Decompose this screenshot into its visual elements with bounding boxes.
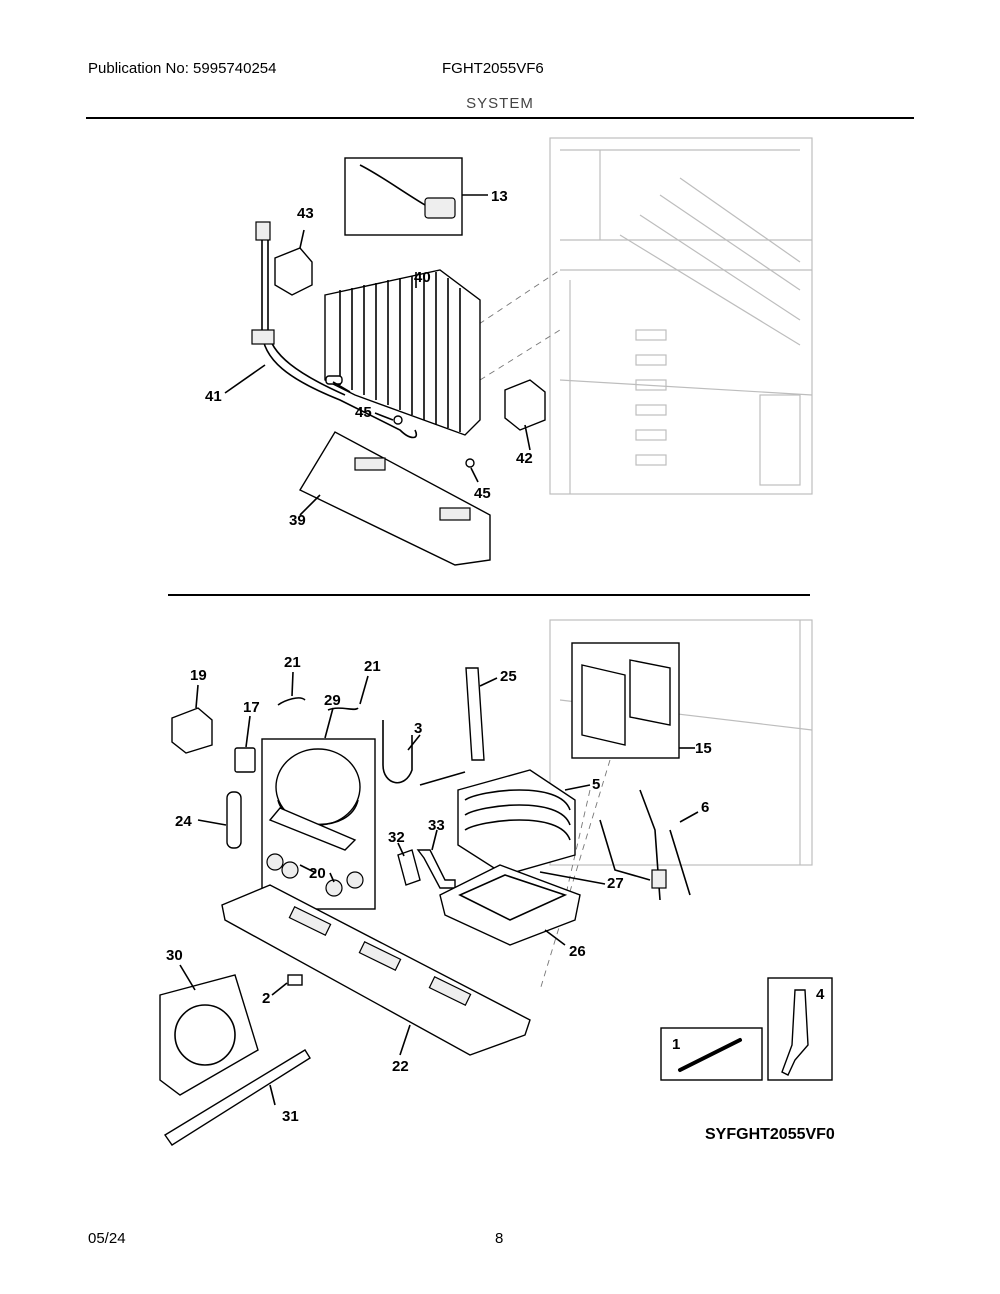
callout-20: 20	[309, 865, 326, 882]
callout-1: 1	[672, 1036, 680, 1053]
callout-27: 27	[607, 875, 624, 892]
callout-21-left: 21	[284, 654, 301, 671]
callouts: 13 43 40 41 45 42 45 39 21 21 19 25 29 1…	[166, 188, 825, 1125]
cabinet-upper-background	[469, 137, 813, 495]
callout-45-lower: 45	[474, 485, 491, 502]
part-40-evaporator	[324, 269, 481, 436]
publication-number: Publication No: 5995740254	[88, 60, 277, 77]
part-26-drain-pan	[439, 864, 581, 946]
callout-2: 2	[262, 990, 270, 1007]
part-22-base-plate	[221, 884, 531, 1056]
part-43-defrost-control	[274, 229, 313, 296]
part-15-control-board-inset	[571, 642, 695, 759]
callout-4: 4	[816, 986, 825, 1003]
part-13-cable-inset	[344, 157, 488, 236]
part-1-inset	[660, 1027, 763, 1081]
callout-41: 41	[205, 388, 222, 405]
part-2-connector	[271, 974, 303, 996]
callout-29: 29	[324, 692, 341, 709]
callout-30: 30	[166, 947, 183, 964]
callout-17: 17	[243, 699, 260, 716]
callout-13: 13	[491, 188, 508, 205]
section-title: SYSTEM	[466, 95, 534, 112]
part-33-bracket	[416, 829, 456, 889]
part-6-wire-harness	[599, 789, 699, 901]
callout-24: 24	[175, 813, 192, 830]
part-5-condenser	[419, 769, 591, 876]
part-45-clips	[325, 375, 479, 483]
callout-43: 43	[297, 205, 314, 222]
part-41-heater-harness	[224, 221, 418, 439]
callout-21-right: 21	[364, 658, 381, 675]
callout-33: 33	[428, 817, 445, 834]
callout-6: 6	[701, 799, 709, 816]
part-31-rail	[163, 1049, 311, 1146]
callout-31: 31	[282, 1108, 299, 1125]
part-25-drain-hose	[465, 667, 498, 761]
part-42-relay	[504, 379, 546, 451]
part-39-drain-trough	[299, 431, 491, 566]
callout-19: 19	[190, 667, 207, 684]
callout-40: 40	[414, 269, 431, 286]
callout-3: 3	[414, 720, 422, 737]
callout-32: 32	[388, 829, 405, 846]
part-21-clamps	[277, 671, 369, 711]
callout-26: 26	[569, 943, 586, 960]
page-number: 8	[495, 1230, 504, 1247]
diagram-id: SYFGHT2055VF0	[705, 1126, 835, 1143]
callout-42: 42	[516, 450, 533, 467]
part-19-overload	[171, 684, 213, 754]
part-27-tube	[539, 871, 606, 885]
header-rule	[86, 117, 914, 119]
part-24-capacitor	[197, 791, 242, 849]
part-20-grommets	[299, 864, 335, 883]
model-number: FGHT2055VF6	[442, 60, 544, 77]
part-29-compressor-assembly	[261, 707, 376, 910]
callout-5: 5	[592, 776, 600, 793]
footer-date: 05/24	[88, 1230, 126, 1247]
callout-45-upper: 45	[355, 404, 372, 421]
callout-39: 39	[289, 512, 306, 529]
callout-25: 25	[500, 668, 517, 685]
callout-15: 15	[695, 740, 712, 757]
part-3-tube	[382, 720, 421, 784]
part-17-relay	[234, 715, 256, 773]
part-32-bracket	[397, 842, 421, 886]
callout-22: 22	[392, 1058, 409, 1075]
part-30-fan-shroud	[159, 964, 259, 1096]
part-4-inset	[767, 977, 833, 1081]
